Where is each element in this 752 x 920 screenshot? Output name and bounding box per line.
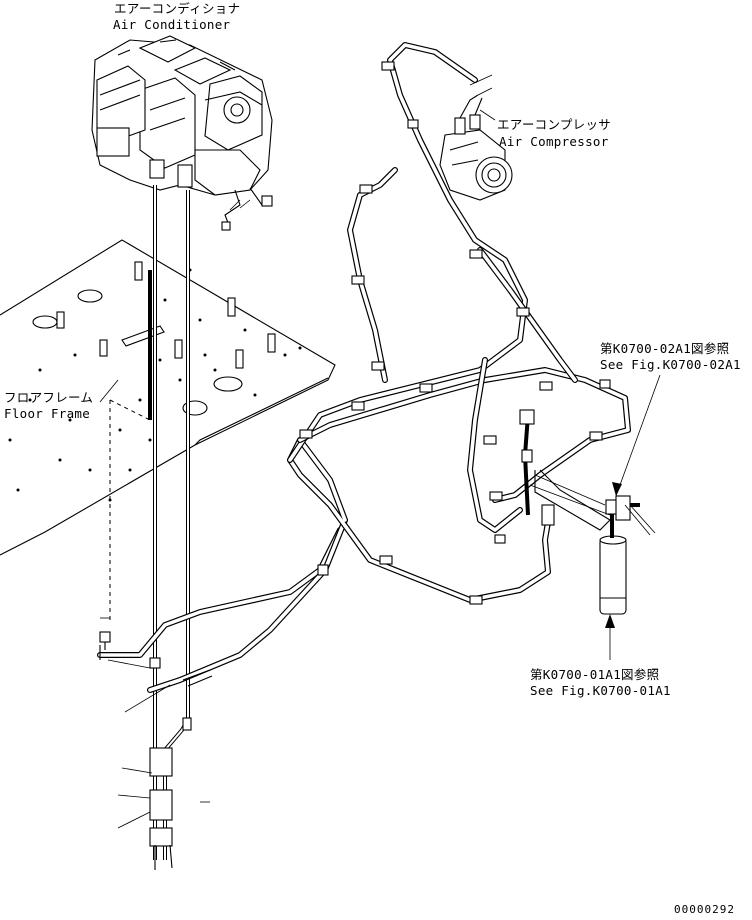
leader-lines	[99, 74, 661, 829]
air-compressor	[439, 94, 513, 201]
reference-label-02a1-en: See Fig.K0700-02A1	[600, 357, 741, 372]
main-hose-routing	[287, 42, 631, 605]
lower-hoses	[97, 517, 348, 693]
reference-label-02a1-jp: 第K0700-02A1図参照	[600, 341, 730, 356]
reference-label-01a1-en: See Fig.K0700-01A1	[530, 683, 671, 698]
air-compressor-label-jp: エアーコンプレッサ	[497, 117, 612, 132]
air-conditioner-label-jp: エアーコンディショナ	[114, 1, 241, 16]
air-compressor-label-en: Air Compressor	[499, 134, 609, 149]
floor-frame-label-en: Floor Frame	[4, 406, 91, 421]
drawing-number: 00000292	[674, 903, 735, 916]
air-conditioner-label-en: Air Conditioner	[113, 17, 231, 32]
reference-label-01a1-jp: 第K0700-01A1図参照	[530, 667, 660, 682]
floor-frame-label-jp: フロアフレーム	[4, 390, 94, 405]
receiver-drier	[599, 495, 640, 615]
air-conditioner-unit	[91, 35, 273, 231]
vertical-pipes	[109, 185, 192, 870]
floor-frame-plate	[0, 239, 336, 556]
